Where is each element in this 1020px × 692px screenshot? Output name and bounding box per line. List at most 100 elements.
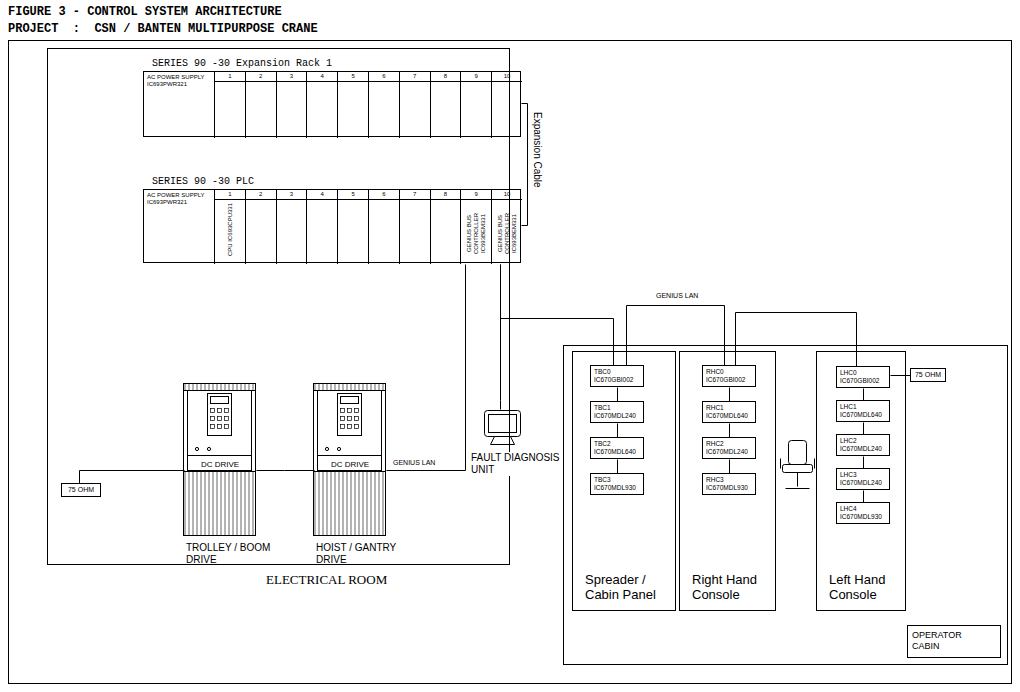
node-label: DC DRIVE [314, 458, 386, 471]
terminator-box: 75 OHM [910, 368, 946, 382]
node-label: 8 [431, 72, 461, 82]
node-label: ELECTRICAL ROOM [266, 572, 387, 588]
node-label: 4 [307, 72, 337, 82]
lan-cable [80, 471, 185, 484]
io-module: RHC2 IC670MDL240 [702, 437, 756, 459]
node-label: 5 [338, 72, 368, 82]
node-label: 9 [461, 190, 491, 200]
outer-frame [9, 41, 1012, 684]
lan-cable [863, 423, 864, 435]
node-label: Left Hand Console [829, 572, 901, 602]
node-label: TBC1 IC670MDL240 [591, 402, 643, 421]
figure-title: FIGURE 3 - CONTROL SYSTEM ARCHITECTURE [8, 5, 282, 19]
node-label: LHC1 IC670MDL640 [837, 401, 889, 420]
node-label: DC DRIVE [184, 458, 256, 471]
lan-cable [729, 388, 730, 402]
lan-cable [891, 375, 911, 376]
node-label: 3 [277, 72, 307, 82]
rack-slot: 3 [276, 72, 307, 138]
terminator-box: 75 OHM [61, 483, 101, 497]
node-label: 9 [461, 72, 491, 82]
lan-cable [522, 104, 528, 226]
io-module: TBC3 IC670MDL930 [590, 473, 644, 495]
io-module: LHC3 IC670MDL240 [836, 468, 890, 490]
rack-slot: 4 [306, 72, 337, 138]
rack-slot: 7 [399, 190, 430, 264]
node-label: 2 [246, 190, 276, 200]
lan-cable [617, 424, 618, 438]
power-supply-module: AC POWER SUPPLY IC693PWR321 [144, 190, 217, 264]
console-panel: Left Hand Console LHC0 IC670GBI002LHC1 IC… [816, 351, 906, 611]
node-label: Right Hand Console [692, 572, 764, 602]
console-panel: Spreader / Cabin Panel TBC0 IC670GBI002TB… [572, 351, 676, 611]
node-label: 8 [431, 190, 461, 200]
node-label: 6 [369, 190, 399, 200]
rack-slot: 3 [276, 190, 307, 264]
plc-rack: SERIES 90 -30 PLCAC POWER SUPPLY IC693PW… [143, 189, 521, 263]
node-label: 10 [492, 190, 522, 200]
node-label: 6 [369, 72, 399, 82]
node-label: 75 OHM [62, 484, 100, 496]
io-module: RHC0 IC670GBI002 [702, 365, 756, 387]
rack-slot: 1CPU IC693CPU331 [214, 190, 245, 264]
node-label: 1 [215, 72, 245, 82]
lan-cable [863, 457, 864, 469]
rack-slot: 9 [460, 72, 491, 138]
lan-cable [729, 424, 730, 438]
rack-slot: 5 [337, 190, 368, 264]
console-panel: Right Hand Console RHC0 IC670GBI002RHC1 I… [679, 351, 776, 611]
dc-drive: DC DRIVETROLLEY / BOOM DRIVE [184, 384, 256, 536]
node-label: 7 [400, 72, 430, 82]
lan-cable [257, 470, 315, 471]
node-label: LHC4 IC670MDL930 [837, 503, 889, 522]
rack-slot: 10GENIUS BUS CONTROLLER IC693BEM331 [491, 190, 522, 264]
rack-slot: 2 [245, 72, 276, 138]
node-label: 5 [338, 190, 368, 200]
node-caption: GENIUS BUS CONTROLLER IC693BEM331 [497, 203, 518, 264]
node-label: OPERATOR CABIN [907, 625, 1001, 658]
rack-slot: 2 [245, 190, 276, 264]
rack-slot: 9GENIUS BUS CONTROLLER IC693BEM331 [460, 190, 491, 264]
node-label: LHC3 IC670MDL240 [837, 469, 889, 488]
node-label: AC POWER SUPPLY IC693PWR321 [144, 72, 217, 90]
node-label: TBC2 IC670MDL640 [591, 438, 643, 457]
node-label: 10 [492, 72, 522, 82]
rack-slot: 7 [399, 72, 430, 138]
lan-cable [617, 388, 618, 402]
node-label: RHC1 IC670MDL640 [703, 402, 755, 421]
project-label: PROJECT : CSN / BANTEN MULTIPURPOSE CRAN… [8, 22, 318, 36]
node-label: RHC3 IC670MDL930 [703, 474, 755, 493]
io-module: TBC1 IC670MDL240 [590, 401, 644, 423]
node-label: FAULT DIAGNOSIS UNIT [471, 452, 571, 476]
node-label: LHC2 IC670MDL240 [837, 435, 889, 454]
node-caption: GENIUS BUS CONTROLLER IC693BEM331 [466, 203, 487, 264]
node-caption: CPU IC693CPU331 [226, 203, 233, 256]
node-label: 1 [215, 190, 245, 200]
rack-slot: 8 [430, 72, 461, 138]
lan-cable [863, 389, 864, 401]
node-label: TBC3 IC670MDL930 [591, 474, 643, 493]
node-label: SERIES 90 -30 PLC [152, 176, 254, 187]
node-label: AC POWER SUPPLY IC693PWR321 [144, 190, 217, 208]
cable-label: GENIUS LAN [392, 459, 436, 467]
node-label: 75 OHM [911, 369, 945, 381]
rack-slot: 6 [368, 190, 399, 264]
dc-drive-drawing [184, 384, 256, 536]
rack-slot: 1 [214, 72, 245, 138]
lan-cable [863, 491, 864, 503]
node-label: LHC0 IC670GBI002 [837, 367, 889, 386]
io-module: TBC2 IC670MDL640 [590, 437, 644, 459]
io-module: LHC1 IC670MDL640 [836, 400, 890, 422]
plc-rack: SERIES 90 -30 Expansion Rack 1AC POWER S… [143, 71, 521, 137]
node-label: Spreader / Cabin Panel [585, 572, 657, 602]
rack-slot: 6 [368, 72, 399, 138]
cable-label: GENIUS LAN [655, 292, 699, 300]
cabin-outline: OPERATOR CABIN Spreader / Cabin Panel TBC0… [563, 345, 1008, 665]
cable-label: Expansion Cable [531, 112, 544, 188]
io-module: TBC0 IC670GBI002 [590, 365, 644, 387]
node-label: TBC0 IC670GBI002 [591, 366, 643, 385]
io-module: RHC3 IC670MDL930 [702, 473, 756, 495]
io-module: LHC0 IC670GBI002 [836, 366, 890, 388]
operator-chair-symbol [781, 441, 815, 489]
rack-slot: 10 [491, 72, 522, 138]
